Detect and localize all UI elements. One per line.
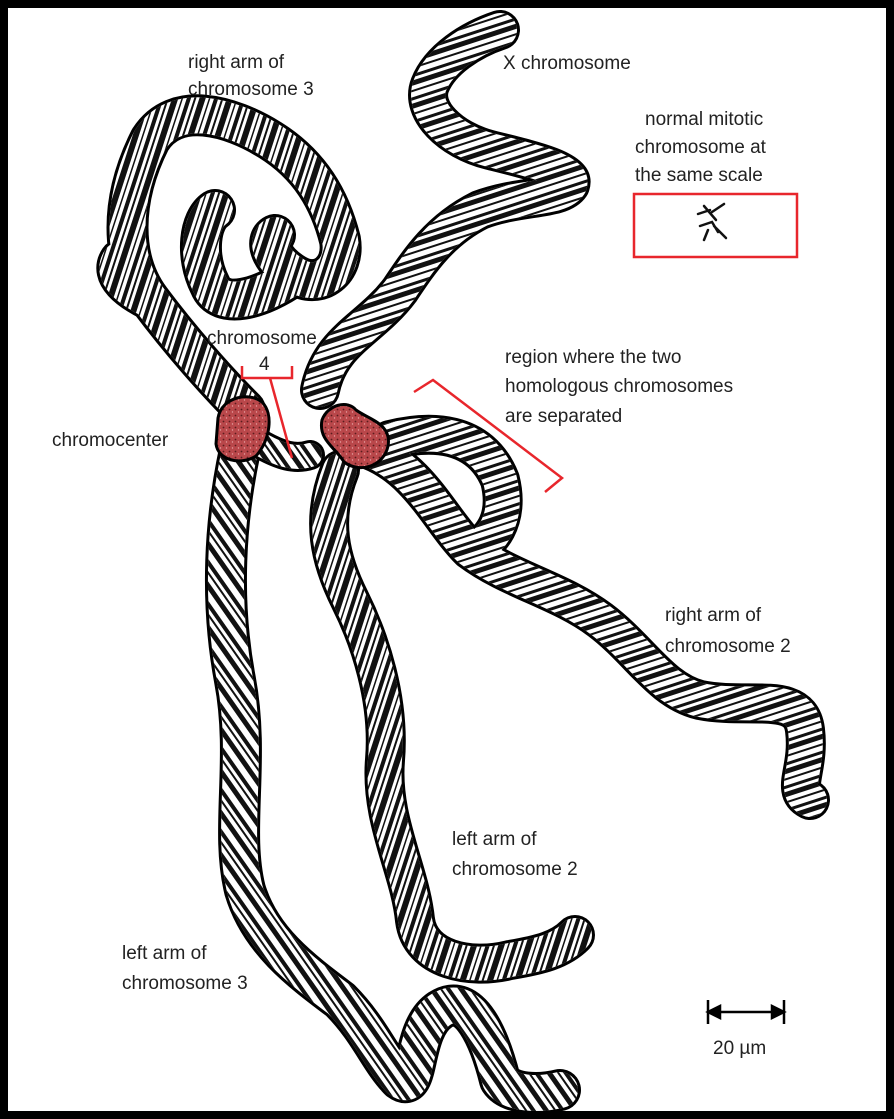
label-region-line2: homologous chromosomes: [505, 376, 733, 397]
label-mitotic-line3: the same scale: [635, 165, 763, 186]
label-scale-bar: 20 µm: [713, 1038, 766, 1059]
label-right-arm-chr3-line2: chromosome 3: [188, 79, 314, 100]
label-mitotic-line2: chromosome at: [635, 137, 767, 158]
label-left-arm-chr2-line2: chromosome 2: [452, 859, 578, 880]
label-region-line3: are separated: [505, 406, 622, 427]
label-mitotic-line1: normal mitotic: [645, 109, 763, 130]
label-chromocenter: chromocenter: [52, 430, 169, 451]
chromosome-4: [262, 445, 310, 457]
label-x-chromosome: X chromosome: [503, 53, 631, 74]
label-left-arm-chr3-line1: left arm of: [122, 943, 207, 964]
label-chromosome4-line1: chromosome: [207, 328, 317, 349]
label-region-line1: region where the two: [505, 347, 681, 368]
label-right-arm-chr2-line1: right arm of: [665, 605, 762, 626]
label-right-arm-chr3-line1: right arm of: [188, 52, 285, 73]
label-chromosome4-line2: 4: [259, 354, 270, 375]
label-left-arm-chr2-line1: left arm of: [452, 829, 537, 850]
chromocenter-left: [216, 397, 269, 461]
label-left-arm-chr3-line2: chromosome 3: [122, 973, 248, 994]
label-right-arm-chr2-line2: chromosome 2: [665, 636, 791, 657]
